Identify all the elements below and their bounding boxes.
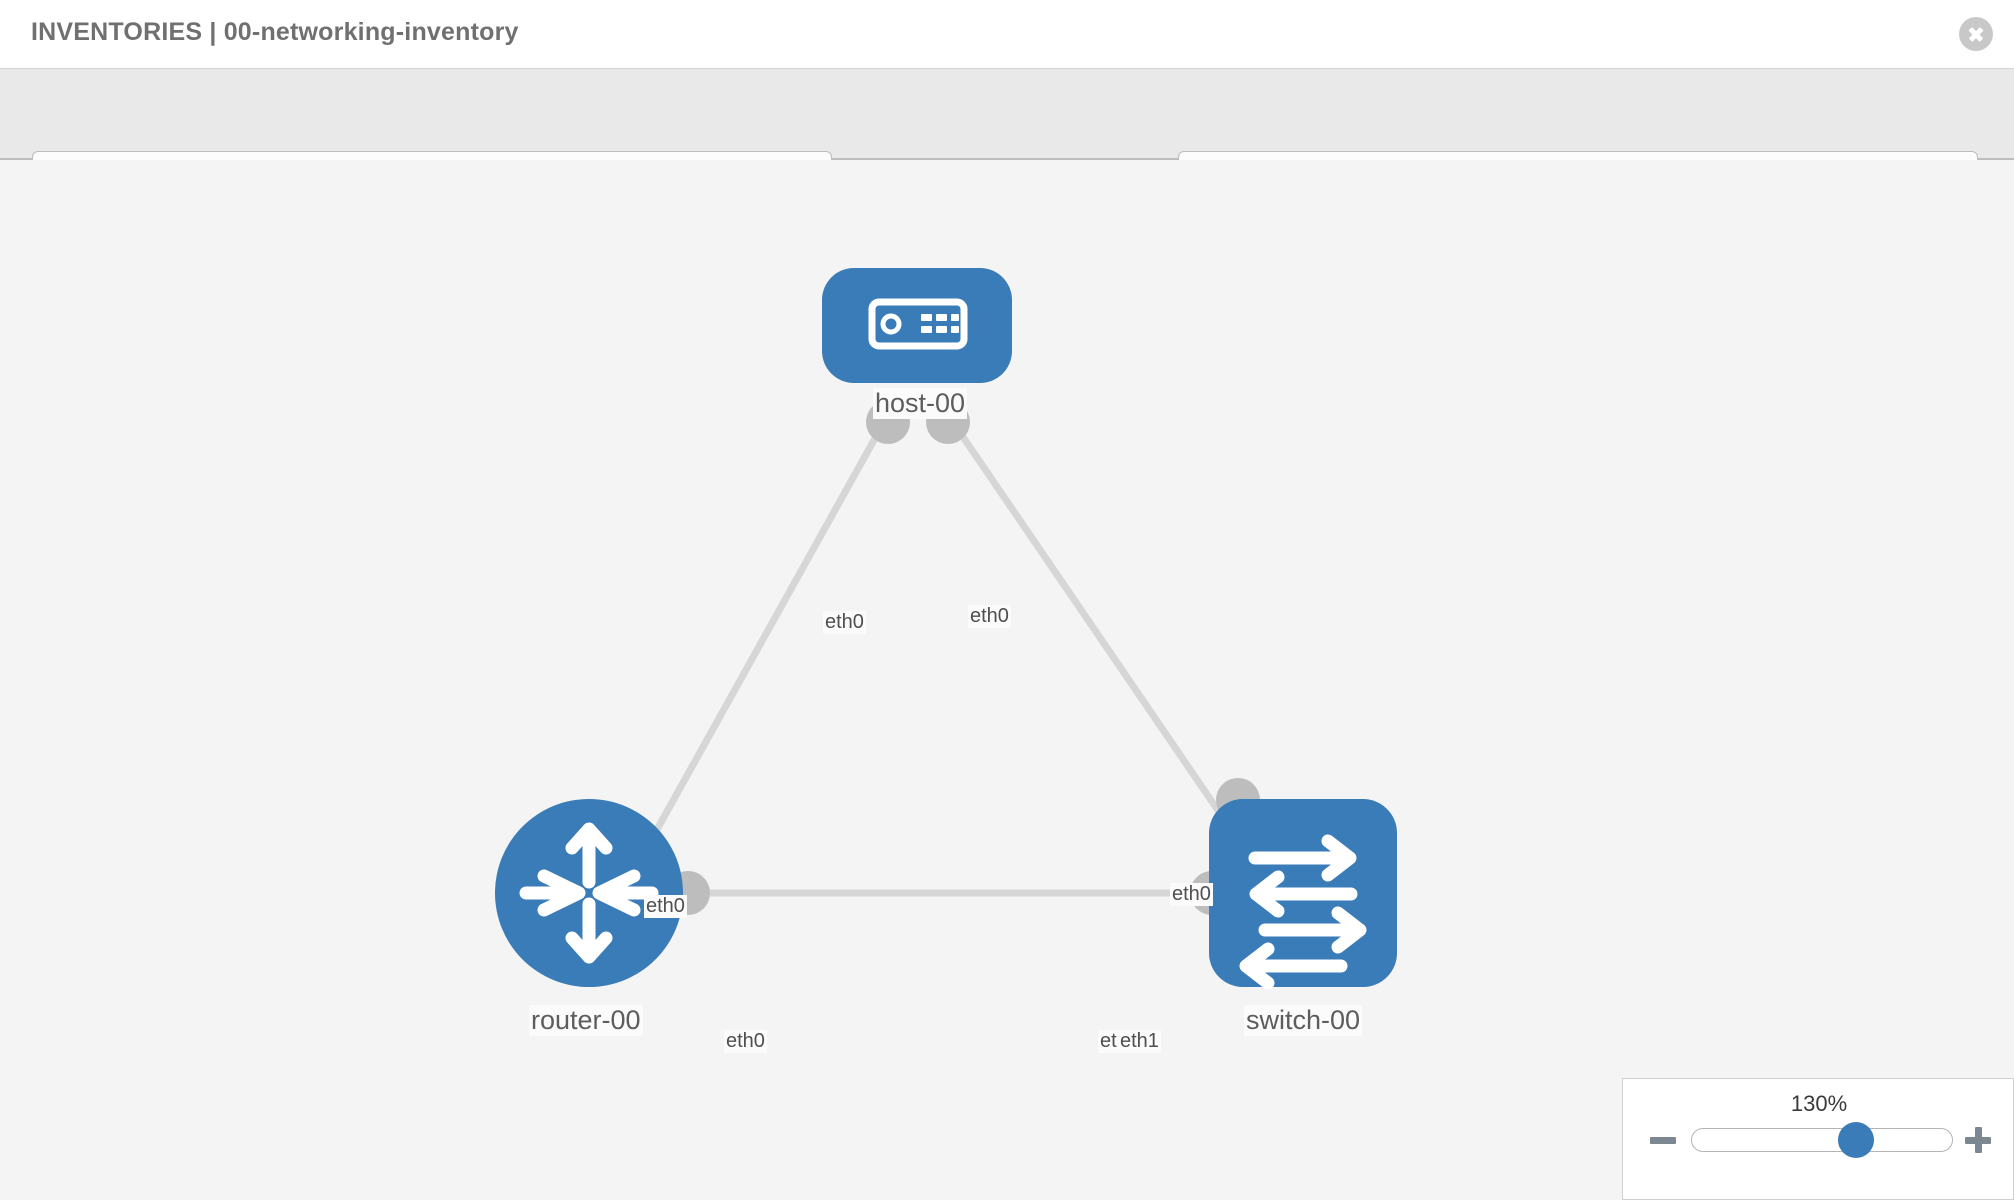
zoom-slider[interactable] — [1691, 1128, 1953, 1152]
node-switch-00 — [1209, 799, 1397, 990]
zoom-slider-thumb[interactable] — [1838, 1122, 1874, 1158]
edge-host00-router00 — [636, 413, 892, 862]
node-router-00 — [495, 799, 683, 987]
page-title: INVENTORIES | 00-networking-inventory — [31, 18, 519, 46]
iface-label: eth0 — [1170, 883, 1213, 906]
iface-label: eth1 — [1118, 1030, 1161, 1053]
zoom-level-value: 130% — [1790, 1091, 1848, 1116]
node-label-switch-00: switch-00 — [1244, 1005, 1363, 1037]
node-label-host-00: host-00 — [873, 388, 968, 420]
zoom-control-panel: 130% — [1622, 1078, 2014, 1200]
window-header: INVENTORIES | 00-networking-inventory — [0, 0, 2014, 68]
plus-icon[interactable] — [1965, 1127, 1991, 1153]
iface-label: eth0 — [724, 1030, 767, 1053]
router-icon — [519, 822, 659, 964]
switch-icon — [1239, 834, 1367, 990]
topology-graph — [495, 268, 1397, 990]
close-icon[interactable] — [1959, 17, 1993, 51]
server-icon-details — [880, 313, 959, 335]
node-host-00 — [822, 268, 1012, 383]
iface-label: eth0 — [968, 605, 1011, 628]
minus-icon[interactable] — [1650, 1127, 1676, 1153]
edge-group — [636, 413, 1250, 897]
toolbar: ACTIONS SEARCH — [0, 68, 2014, 205]
iface-label: eth0 — [644, 895, 687, 918]
node-label-router-00: router-00 — [529, 1005, 643, 1037]
server-icon — [868, 298, 968, 350]
topology-canvas[interactable]: host-00 router-00 switch-00 eth0 eth0 et… — [0, 160, 2014, 1200]
edge-host00-switch00 — [945, 413, 1248, 852]
iface-label: eth0 — [823, 611, 866, 634]
